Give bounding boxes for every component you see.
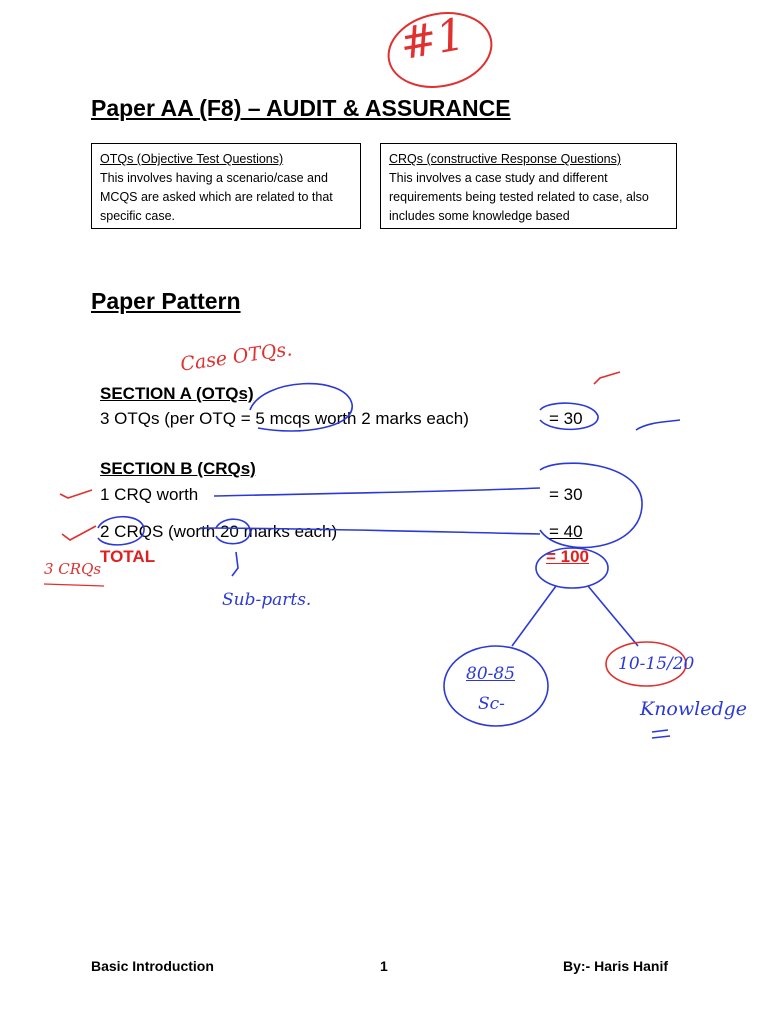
page-title: Paper AA (F8) – AUDIT & ASSURANCE bbox=[91, 95, 511, 121]
left-range-label-text: Sc- bbox=[478, 694, 505, 714]
otq-box-body: This involves having a scenario/case and… bbox=[100, 171, 333, 223]
section-b-heading: SECTION B (CRQs) bbox=[100, 459, 256, 478]
otq-box-heading: OTQs (Objective Test Questions) bbox=[100, 152, 284, 166]
sub-parts-arrow bbox=[231, 551, 239, 577]
case-otqs-note: Case OTQs. bbox=[179, 338, 294, 376]
tree-branch-right bbox=[587, 585, 639, 647]
footer-left: Basic Introduction bbox=[91, 958, 214, 974]
red-tick-b1 bbox=[59, 489, 93, 499]
three-crqs-underline bbox=[43, 583, 105, 587]
footer-author: By:- Haris Hanif bbox=[563, 958, 669, 974]
section-a-marks: = 30 bbox=[549, 409, 583, 428]
red-tick-a bbox=[593, 371, 621, 385]
otq-definition-box: OTQs (Objective Test Questions) This inv… bbox=[91, 143, 361, 229]
total-label: TOTAL bbox=[100, 547, 156, 566]
right-range-label: Knowledge bbox=[640, 698, 748, 720]
total-value: = 100 bbox=[546, 547, 590, 566]
blue-tick-a bbox=[635, 419, 681, 431]
sub-parts-note: Sub-parts. bbox=[222, 590, 312, 610]
paper-pattern-heading: Paper Pattern bbox=[91, 288, 241, 314]
knowledge-underline bbox=[651, 729, 671, 739]
section-a-line: 3 OTQs (per OTQ = 5 mcqs worth 2 marks e… bbox=[100, 409, 469, 428]
section-b-marks2: = 40 bbox=[549, 522, 583, 541]
right-range-value: 10-15/20 bbox=[618, 654, 695, 674]
left-range-value: 80-85 bbox=[466, 664, 516, 684]
section-a-heading: SECTION A (OTQs) bbox=[100, 384, 254, 403]
crq-connector-line1 bbox=[213, 487, 541, 497]
section-b-line2: 2 CRQS (worth 20 marks each) bbox=[100, 522, 338, 541]
three-crqs-note: 3 CRQs bbox=[44, 560, 102, 578]
crq-definition-box: CRQs (constructive Response Questions) T… bbox=[380, 143, 677, 229]
left-range-circle bbox=[443, 645, 549, 727]
footer-page-number: 1 bbox=[380, 958, 388, 974]
tree-branch-left bbox=[511, 585, 557, 647]
crq-box-body: This involves a case study and different… bbox=[389, 171, 649, 223]
crq-box-heading: CRQs (constructive Response Questions) bbox=[389, 152, 622, 166]
section-b-line1: 1 CRQ worth bbox=[100, 485, 199, 504]
red-tick-b2 bbox=[61, 525, 97, 541]
page-mark-number: #1 bbox=[396, 8, 469, 71]
section-b-marks1: = 30 bbox=[549, 485, 583, 504]
